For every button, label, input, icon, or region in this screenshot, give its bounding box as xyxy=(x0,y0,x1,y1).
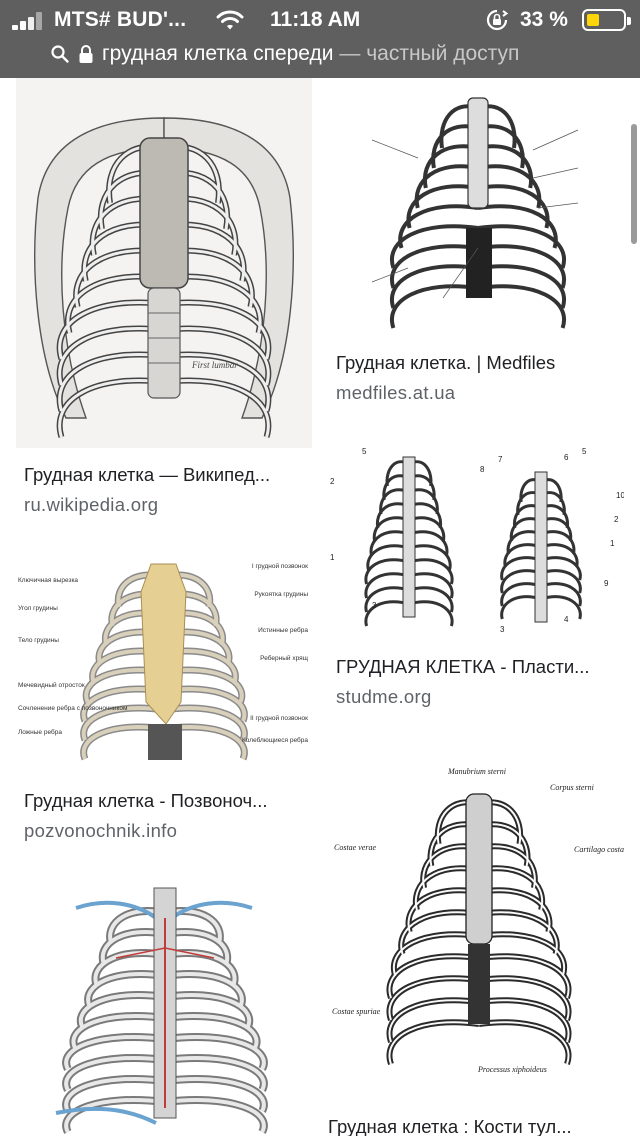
rib-cage-image xyxy=(16,878,312,1136)
image-label: 10 xyxy=(616,491,624,500)
status-bar: MTS# BUD'... 11:18 AM 33 % xyxy=(0,0,640,40)
image-label: Ключичная вырезка xyxy=(18,577,78,584)
image-label: II грудной позвонок xyxy=(250,714,308,722)
image-label: Cartilago costalis xyxy=(574,845,624,854)
carrier-name: MTS# BUD'... xyxy=(54,8,187,31)
image-result[interactable]: First lumbar Грудная клетка — Википед...… xyxy=(0,78,320,530)
result-source[interactable]: pozvonochnik.info xyxy=(24,820,178,841)
image-label: First lumbar xyxy=(191,360,238,370)
result-thumbnail[interactable]: First lumbar xyxy=(16,78,312,448)
result-thumbnail[interactable] xyxy=(328,78,624,336)
image-label: 5 xyxy=(582,447,587,456)
image-label: 8 xyxy=(480,465,485,474)
address-bar[interactable]: грудная клетка спереди — частный доступ xyxy=(0,40,640,78)
image-label: I грудной позвонок xyxy=(252,562,308,570)
image-label: 2 xyxy=(330,477,335,486)
url-separator: — xyxy=(339,42,361,65)
clock: 11:18 AM xyxy=(270,8,361,31)
result-title[interactable]: ГРУДНАЯ КЛЕТКА - Пласти... xyxy=(336,656,590,677)
battery-icon xyxy=(582,9,631,31)
result-thumbnail[interactable]: 5 2 1 3 8 7 6 5 10 2 1 9 4 3 xyxy=(328,442,624,640)
scrollbar-thumb[interactable] xyxy=(631,124,637,244)
search-icon xyxy=(51,45,69,63)
image-label: 3 xyxy=(372,601,377,610)
result-source[interactable]: medfiles.at.ua xyxy=(336,382,456,403)
result-title[interactable]: Грудная клетка — Википед... xyxy=(24,464,271,485)
rib-cage-image xyxy=(328,78,624,336)
image-label: 4 xyxy=(564,615,569,624)
image-label: Ложные ребра xyxy=(18,728,62,736)
result-title[interactable]: Грудная клетка - Позвоноч... xyxy=(24,790,268,811)
result-source[interactable]: ru.wikipedia.org xyxy=(24,494,159,515)
signal-icon xyxy=(12,12,48,30)
image-label: Тело грудины xyxy=(18,637,59,644)
url-text[interactable]: грудная клетка спереди — частный доступ xyxy=(102,42,519,66)
image-label: 2 xyxy=(614,515,619,524)
image-label: 5 xyxy=(362,447,367,456)
image-label: Manubrium sterni xyxy=(447,767,506,776)
image-label: Сочленение ребра с позвоночником xyxy=(18,704,128,712)
image-label: 1 xyxy=(330,553,335,562)
private-mode-label: частный доступ xyxy=(366,42,520,65)
rib-cage-image: 5 2 1 3 8 7 6 5 10 2 1 9 4 3 xyxy=(328,442,624,640)
image-label: Колеблющиеся ребра xyxy=(242,736,308,744)
image-result[interactable]: Грудная клетка. | Medfiles medfiles.at.u… xyxy=(320,78,640,438)
result-title[interactable]: Грудная клетка. | Medfiles xyxy=(336,352,556,373)
image-label: 7 xyxy=(498,455,503,464)
image-label: Processus xiphoideus xyxy=(477,1065,547,1074)
image-result[interactable]: 5 2 1 3 8 7 6 5 10 2 1 9 4 3 ГРУДНАЯ КЛЕТКА - Пласти.… xyxy=(320,442,640,738)
image-label: Мечевидный отросток xyxy=(18,681,85,689)
result-source[interactable]: studme.org xyxy=(336,686,432,707)
rib-cage-image: First lumbar xyxy=(16,78,312,448)
rotation-lock-icon xyxy=(486,9,508,31)
image-label: 9 xyxy=(604,579,609,588)
image-label: Corpus sterni xyxy=(550,783,594,792)
browser-top-bar: MTS# BUD'... 11:18 AM 33 % грудная клетк… xyxy=(0,0,640,78)
image-label: Реберный хрящ xyxy=(260,654,308,662)
result-title[interactable]: Грудная клетка : Кости тул... xyxy=(328,1116,572,1136)
image-label: 3 xyxy=(500,625,505,634)
battery-percent: 33 % xyxy=(520,8,568,31)
wifi-icon xyxy=(216,10,244,30)
image-label: Costae verae xyxy=(334,843,376,852)
image-label: Угол грудины xyxy=(18,605,58,612)
image-label: Costae spuriae xyxy=(332,1007,381,1016)
image-label: 6 xyxy=(564,453,569,462)
result-thumbnail[interactable] xyxy=(16,878,312,1136)
image-label: Истинные ребра xyxy=(258,626,308,634)
image-result[interactable] xyxy=(0,878,320,1136)
search-query: грудная клетка спереди xyxy=(102,42,334,65)
image-label: Рукоятка грудины xyxy=(254,591,308,598)
lock-icon xyxy=(79,45,93,63)
image-label: 1 xyxy=(610,539,615,548)
